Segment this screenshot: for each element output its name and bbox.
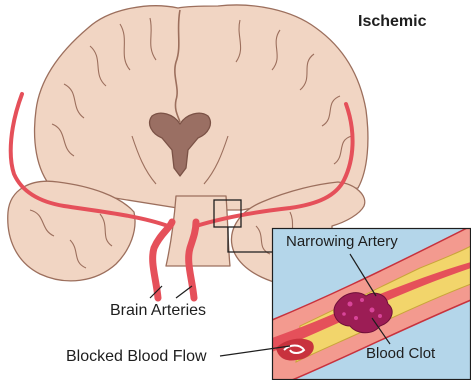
brain-arteries-leader-right [176, 286, 192, 298]
cerebrum-outline [35, 5, 368, 210]
brain-arteries-label: Brain Arteries [110, 302, 206, 320]
blood-clot-label: Blood Clot [366, 345, 435, 363]
diagram-title: Ischemic [358, 13, 426, 31]
narrowing-artery-label: Narrowing Artery [286, 233, 398, 251]
blocked-blood-flow-label: Blocked Blood Flow [66, 348, 207, 366]
